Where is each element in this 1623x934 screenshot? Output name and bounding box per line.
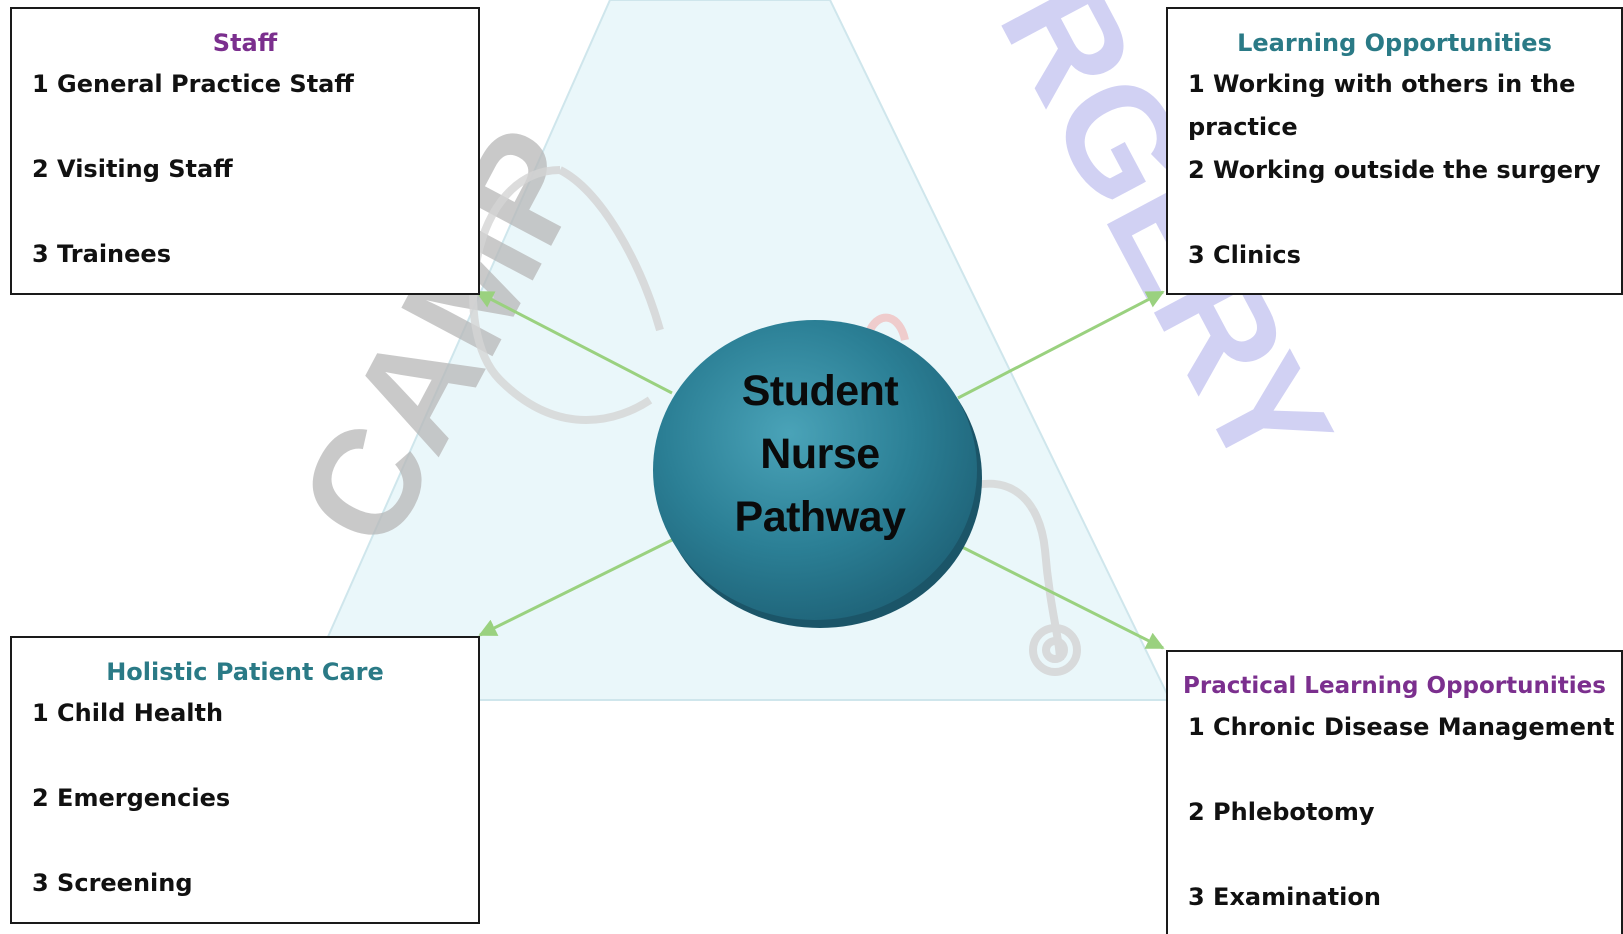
practical-learning-opportunities-title: Practical Learning Opportunities (1183, 673, 1606, 699)
holistic-patient-care-title: Holistic Patient Care (106, 658, 384, 686)
center-title-line-3: Pathway (734, 493, 906, 541)
arrow-to-learning (957, 290, 1165, 400)
center-title-line-1: Student (741, 367, 899, 415)
holistic-patient-care-box: Holistic Patient Care 1 Child Health 2 E… (10, 636, 480, 924)
practical-learning-opportunities-box: Practical Learning Opportunities 1 Chron… (1166, 650, 1623, 934)
staff-item-1: 1 General Practice Staff (32, 70, 354, 98)
staff-item-2: 2 Visiting Staff (32, 155, 233, 183)
learning-opportunities-title: Learning Opportunities (1237, 29, 1552, 57)
holistic-item-2: 2 Emergencies (32, 784, 231, 812)
arrow-to-staff (475, 290, 673, 395)
learning-item-2: 2 Working outside the surgery (1188, 156, 1601, 184)
stethoscope-watermark-icon (469, 166, 1081, 676)
holistic-item-3: 3 Screening (32, 869, 193, 897)
center-circle (653, 320, 977, 620)
practical-item-1: 1 Chronic Disease Management (1188, 713, 1615, 741)
staff-box: Staff 1 General Practice Staff 2 Visitin… (10, 7, 480, 295)
staff-title: Staff (212, 29, 278, 57)
practical-item-2: 2 Phlebotomy (1188, 798, 1375, 826)
center-title: Student Nurse Pathway (680, 360, 960, 549)
practical-item-3: 3 Examination (1188, 883, 1381, 911)
learning-item-3: 3 Clinics (1188, 241, 1301, 269)
learning-opportunities-box: Learning Opportunities 1 Working with ot… (1166, 7, 1623, 295)
learning-item-1: 1 Working with others in the practice (1188, 70, 1576, 141)
center-title-line-2: Nurse (760, 430, 880, 478)
staff-item-3: 3 Trainees (32, 240, 171, 268)
arrow-to-practical (957, 543, 1165, 650)
holistic-item-1: 1 Child Health (32, 699, 224, 727)
arrow-to-holistic (478, 538, 673, 637)
